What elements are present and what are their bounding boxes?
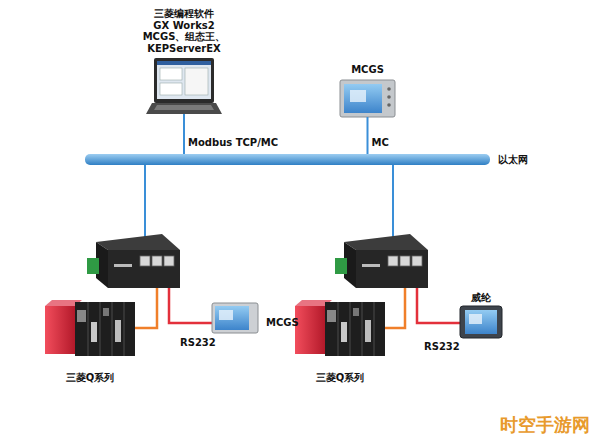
protocol-label: MC (372, 137, 389, 149)
window-pane (185, 68, 208, 95)
node-label: GX Works2 (128, 20, 240, 32)
module-connector (91, 322, 97, 342)
protocol-label: Modbus TCP/MC (188, 137, 278, 149)
node-label: MCGS (266, 317, 299, 329)
window-pane (160, 68, 182, 80)
hmi-graphic (219, 310, 233, 320)
hmi-node: MCGS (340, 80, 395, 117)
hmi-screen (215, 306, 249, 330)
node-caption: 以太网 (498, 154, 528, 166)
laptop-base (146, 103, 222, 114)
module-divider (374, 302, 375, 356)
gateway-top (344, 234, 428, 250)
module-connector (115, 320, 121, 342)
node-caption: MCGS (266, 317, 299, 329)
terminal-block (87, 258, 99, 274)
port (152, 256, 162, 266)
laptop-node: 三菱编程软件GX Works2MCGS、组态王、 KEPServerEX (146, 58, 222, 114)
gateway-top (96, 234, 180, 250)
hmi-button (387, 103, 391, 107)
module-divider (362, 302, 363, 356)
signal-label: RS232 (424, 341, 460, 353)
gateway-marking (362, 264, 380, 267)
node-caption: MCGS (351, 64, 384, 76)
window-pane (160, 83, 182, 95)
window-titlebar (157, 61, 211, 65)
module-panel (327, 310, 336, 322)
port (164, 256, 174, 266)
hmi-screen (344, 84, 382, 113)
module-panel (77, 310, 86, 322)
gateway-marking (114, 264, 132, 267)
ethernet-bus: 以太网 (85, 154, 490, 165)
hmi-node: 威纶 (460, 306, 502, 338)
node-caption: 三菱Q系列 (66, 372, 115, 384)
network-link (183, 114, 185, 154)
plc-node: 三菱Q系列 (295, 300, 385, 358)
node-caption: 三菱编程软件GX Works2MCGS、组态王、 KEPServerEX (128, 8, 240, 54)
network-link (367, 117, 369, 154)
module-panel (103, 308, 109, 316)
power-module (295, 306, 325, 354)
laptop-bezel (154, 58, 214, 103)
hmi-bezel (340, 80, 395, 117)
port (388, 256, 398, 266)
laptop-screen (157, 61, 211, 99)
plc-rack (295, 300, 385, 356)
watermark: 时空手游网 (500, 414, 590, 436)
gateway-device (335, 234, 428, 288)
plc-node: 三菱Q系列 (45, 300, 135, 358)
node-label: 三菱Q系列 (66, 372, 115, 384)
module-divider (100, 302, 101, 356)
module-divider (88, 302, 89, 356)
plc-modules (75, 302, 135, 356)
gateway-front (356, 250, 428, 288)
node-label: 三菱Q系列 (316, 372, 365, 384)
hmi-bezel (460, 306, 502, 338)
hmi-screen (465, 310, 497, 334)
signal-label: RS232 (180, 337, 216, 349)
gateway-device (87, 234, 180, 288)
module-divider (350, 302, 351, 356)
terminal-block (335, 258, 347, 274)
hmi-bezel (212, 303, 258, 333)
laptop-keyboard (154, 105, 214, 110)
module-divider (112, 302, 113, 356)
hmi-button (387, 87, 391, 91)
node-label: 以太网 (498, 154, 528, 166)
port (412, 256, 422, 266)
module-divider (338, 302, 339, 356)
plc-rack (45, 300, 135, 356)
module-panel (353, 308, 359, 316)
node-label: MCGS (351, 64, 384, 76)
port (140, 256, 150, 266)
hmi-button (387, 95, 391, 99)
node-label: 威纶 (471, 292, 491, 304)
node-label: MCGS、组态王、 KEPServerEX (128, 31, 240, 54)
power-module (45, 306, 75, 354)
node-label: 三菱编程软件 (128, 8, 240, 20)
module-connector (365, 320, 371, 342)
module-divider (124, 302, 125, 356)
module-connector (341, 322, 347, 342)
node-caption: 威纶 (471, 292, 491, 304)
hmi-node: MCGS (212, 303, 258, 333)
plc-modules (325, 302, 385, 356)
hmi-graphic (350, 90, 366, 102)
node-caption: 三菱Q系列 (316, 372, 365, 384)
port (400, 256, 410, 266)
hmi-graphic (469, 314, 482, 324)
gateway-front (108, 250, 180, 288)
